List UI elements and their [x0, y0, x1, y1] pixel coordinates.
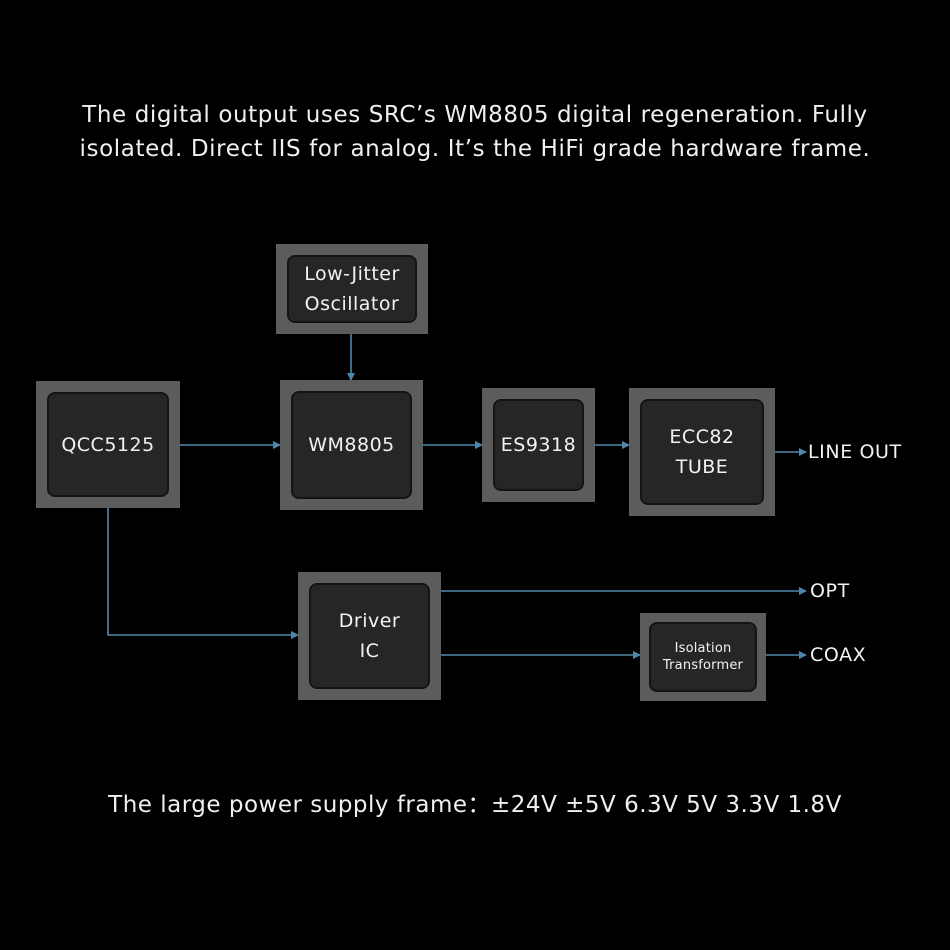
ecc82-tube-label: ECC82 TUBE — [669, 426, 735, 478]
qcc5125-block: QCC5125 — [36, 381, 180, 508]
driver-ic-label: Driver IC — [338, 610, 401, 662]
power-supply-caption: The large power supply frame：±24V ±5V 6.… — [108, 792, 842, 818]
line-out-label: LINE OUT — [808, 441, 902, 463]
oscillator-block: Low-Jitter Oscillator — [276, 244, 428, 334]
opt-label: OPT — [810, 580, 850, 602]
wm8805-label: WM8805 — [308, 434, 395, 456]
ecc82-tube-block: ECC82 TUBE — [629, 388, 775, 516]
isolation-transformer-block: Isolation Transformer — [640, 613, 766, 701]
qcc5125-label: QCC5125 — [61, 433, 155, 456]
es9318-label: ES9318 — [500, 434, 577, 456]
isolation-transformer-label: Isolation Transformer — [662, 641, 744, 673]
headline-line-1: The digital output uses SRC’s WM8805 dig… — [82, 102, 868, 128]
coax-label: COAX — [810, 644, 867, 666]
arrow-qcc-to-driver — [107, 508, 299, 639]
oscillator-label: Low-Jitter Oscillator — [304, 263, 400, 315]
es9318-block: ES9318 — [482, 388, 595, 502]
wm8805-block: WM8805 — [280, 380, 423, 510]
headline-line-2: isolated. Direct IIS for analog. It’s th… — [79, 136, 871, 162]
driver-ic-block: Driver IC — [298, 572, 441, 700]
